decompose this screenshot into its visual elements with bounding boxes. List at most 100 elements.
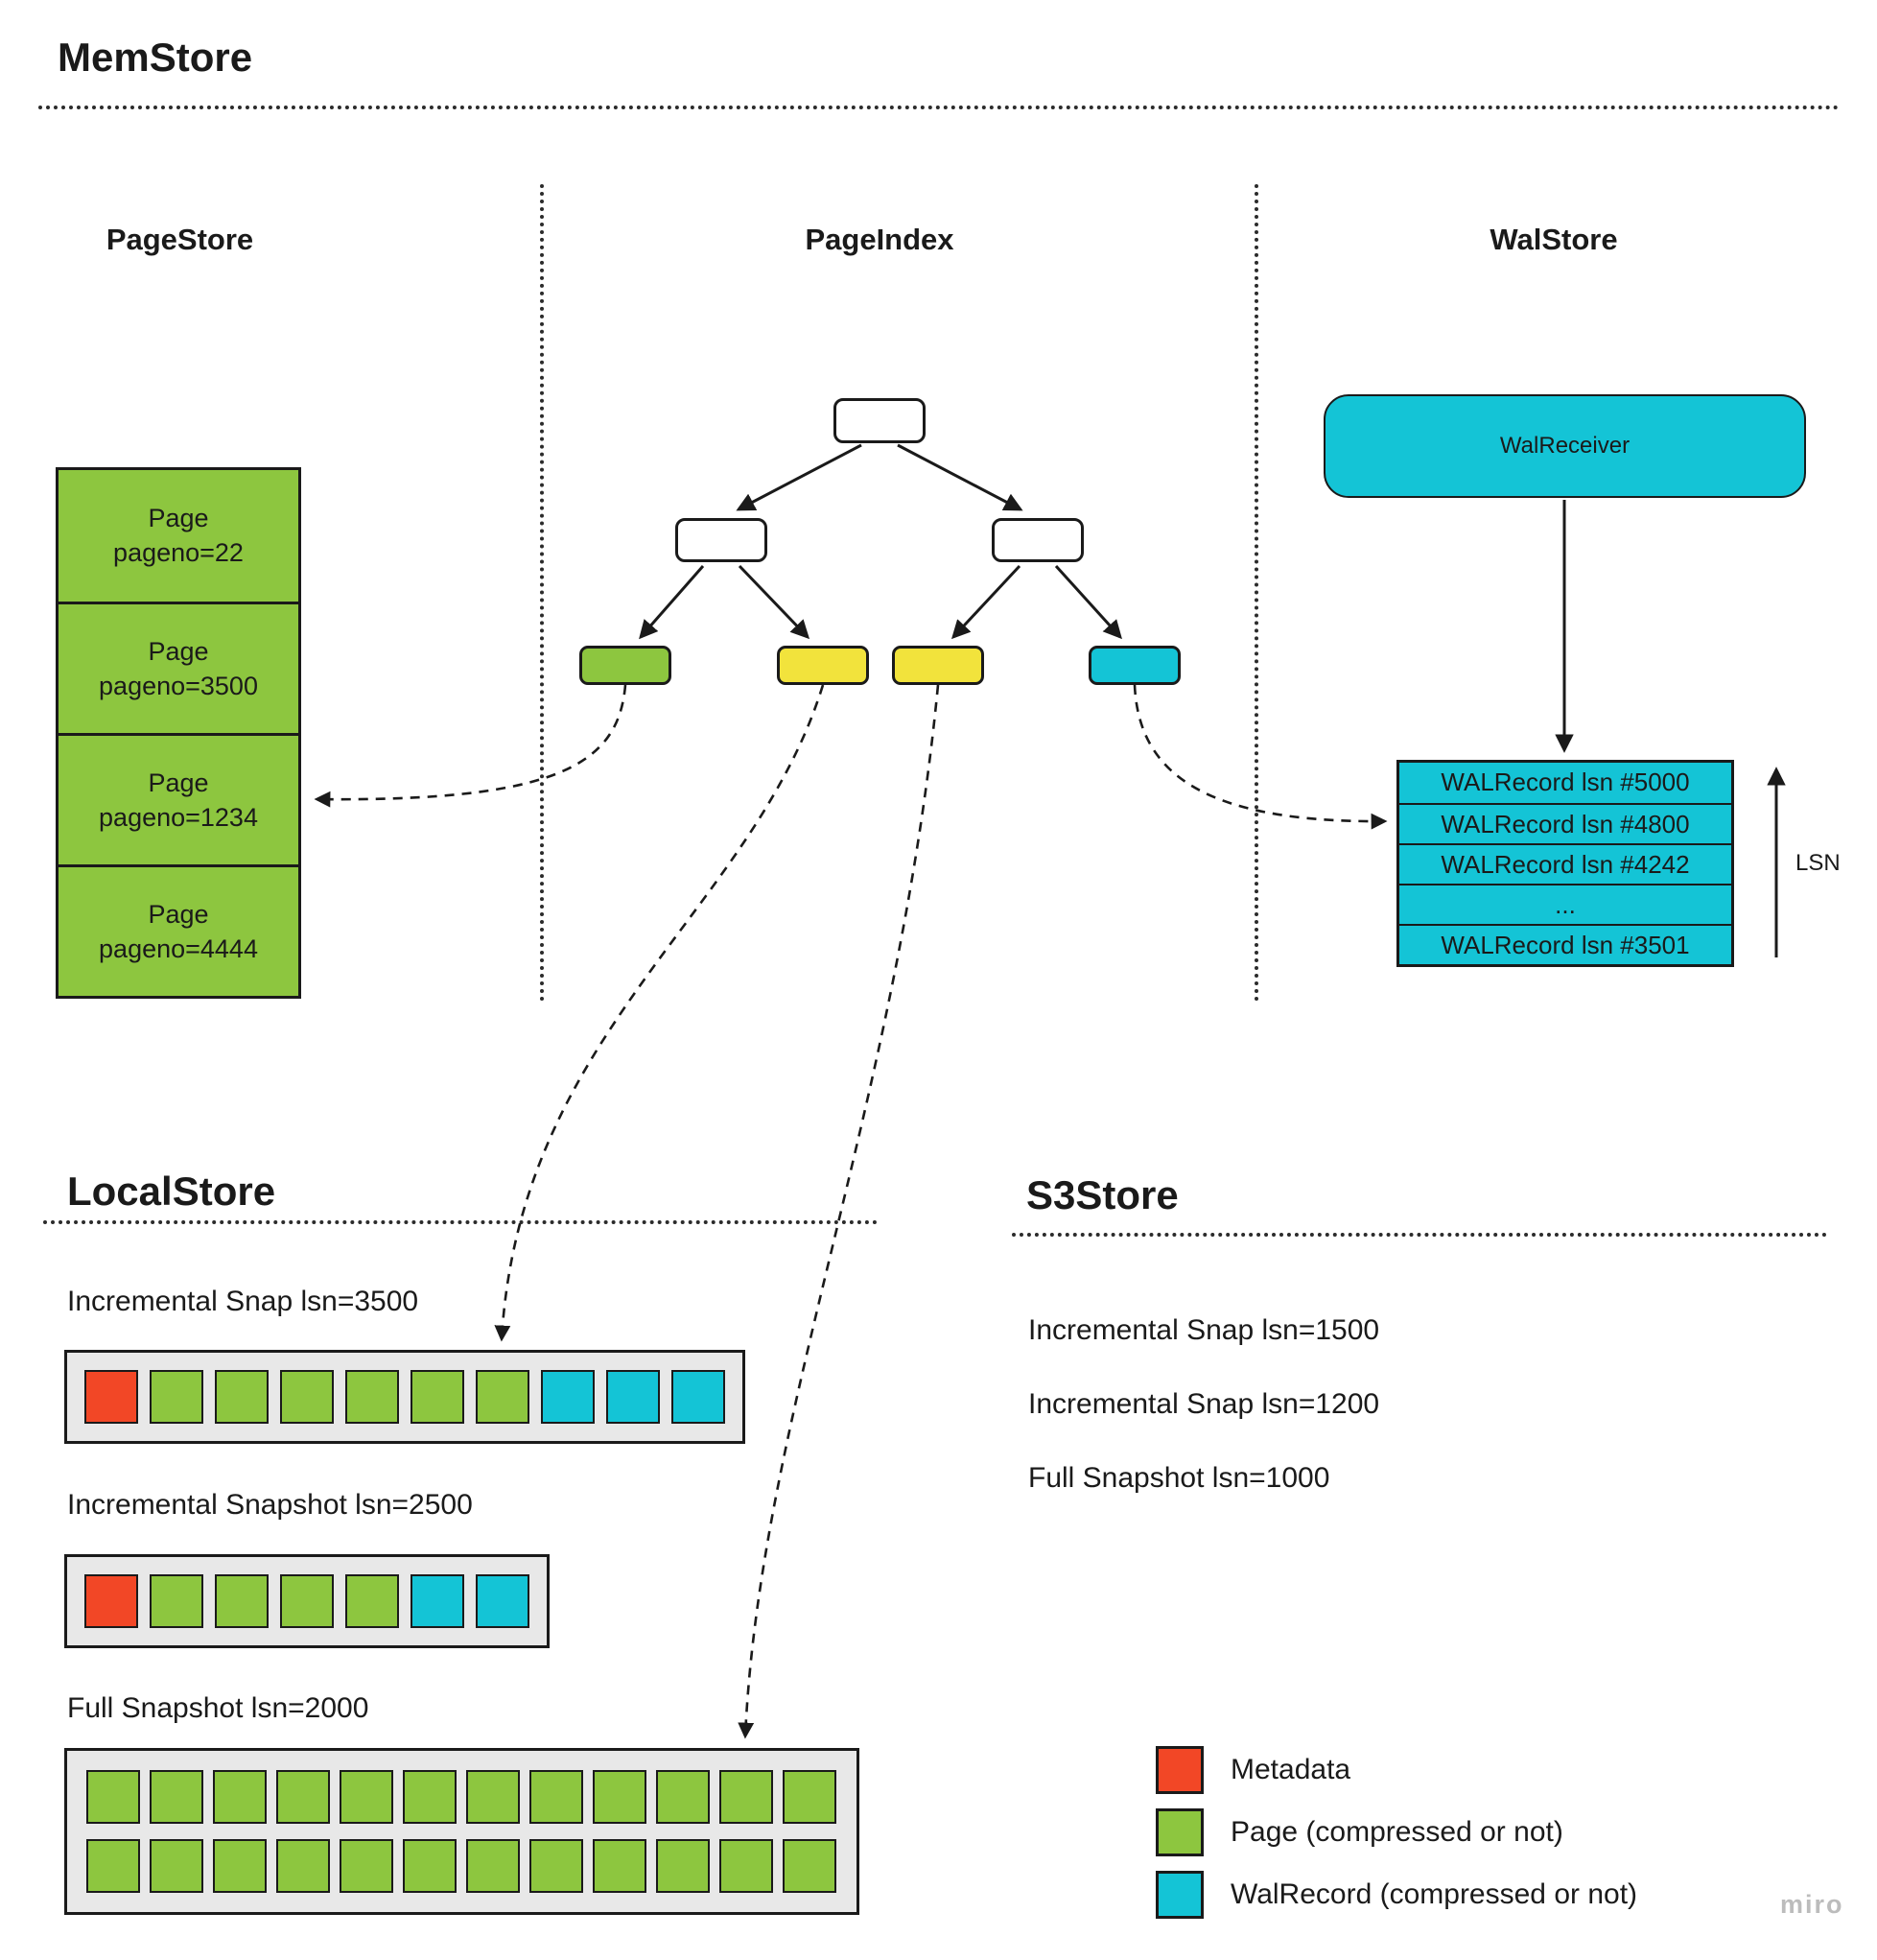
walrecord-row: WALRecord lsn #3501 bbox=[1399, 924, 1731, 964]
snapshot-cell bbox=[340, 1839, 393, 1893]
memstore-title: MemStore bbox=[58, 35, 253, 80]
localstore-divider bbox=[43, 1220, 878, 1224]
walstore-heading: WalStore bbox=[1490, 223, 1618, 256]
pageindex-heading: PageIndex bbox=[805, 223, 954, 256]
legend-row: Page (compressed or not) bbox=[1156, 1808, 1637, 1856]
tree-root-node bbox=[833, 398, 926, 443]
full-snapshot-2000-label: Full Snapshot lsn=2000 bbox=[67, 1692, 369, 1724]
snapshot-cell bbox=[86, 1770, 140, 1824]
snapshot-cell bbox=[783, 1839, 836, 1893]
page-cell-number: pageno=1234 bbox=[99, 802, 258, 832]
walrecord-row: ... bbox=[1399, 884, 1731, 924]
memstore-divider bbox=[38, 106, 1840, 109]
legend-swatch bbox=[1156, 1746, 1204, 1794]
snapshot-cell bbox=[656, 1839, 710, 1893]
tree-leaf-node bbox=[1089, 646, 1181, 685]
legend-label: WalRecord (compressed or not) bbox=[1231, 1878, 1638, 1910]
walreceiver-box: WalReceiver bbox=[1324, 394, 1806, 498]
column-divider-left bbox=[540, 184, 544, 1002]
page-cell-title: Page bbox=[148, 636, 209, 666]
s3store-title: S3Store bbox=[1026, 1172, 1179, 1217]
snapshot-cell bbox=[476, 1370, 529, 1424]
snapshot-cell bbox=[783, 1770, 836, 1824]
page-cell-number: pageno=3500 bbox=[99, 671, 258, 700]
miro-watermark: miro bbox=[1780, 1890, 1844, 1919]
page-cell: Page pageno=1234 bbox=[59, 733, 298, 864]
snapshot-3500-label: Incremental Snap lsn=3500 bbox=[67, 1286, 419, 1317]
snapshot-cell bbox=[606, 1370, 660, 1424]
legend: Metadata Page (compressed or not) WalRec… bbox=[1156, 1746, 1637, 1933]
snapshot-cell bbox=[403, 1770, 457, 1824]
localstore-title: LocalStore bbox=[67, 1169, 276, 1214]
page-cell-number: pageno=4444 bbox=[99, 933, 258, 963]
tree-branch-node-right bbox=[992, 518, 1084, 562]
s3store-divider bbox=[1012, 1233, 1827, 1237]
full-snapshot-2000-box bbox=[64, 1748, 859, 1915]
lsn-axis-label: LSN bbox=[1795, 850, 1841, 876]
snapshot-cell bbox=[476, 1574, 529, 1628]
legend-swatch bbox=[1156, 1871, 1204, 1919]
snapshot-cell bbox=[719, 1839, 773, 1893]
page-cell-title: Page bbox=[148, 504, 209, 532]
snapshot-cell bbox=[411, 1574, 464, 1628]
snapshot-cell bbox=[411, 1370, 464, 1424]
walrecord-row: WALRecord lsn #4800 bbox=[1399, 803, 1731, 843]
snapshot-cell bbox=[529, 1839, 583, 1893]
page-cell-title: Page bbox=[148, 899, 209, 929]
snapshot-cell bbox=[541, 1370, 595, 1424]
snapshot-cell bbox=[280, 1370, 334, 1424]
page-cell-number: pageno=22 bbox=[113, 538, 244, 567]
tree-leaf-node bbox=[777, 646, 869, 685]
snapshot-cell bbox=[671, 1370, 725, 1424]
legend-row: WalRecord (compressed or not) bbox=[1156, 1871, 1637, 1919]
snapshot-cell bbox=[345, 1574, 399, 1628]
snapshot-2500-bar bbox=[64, 1554, 550, 1648]
walrecord-row: WALRecord lsn #4242 bbox=[1399, 843, 1731, 884]
snapshot-cell bbox=[719, 1770, 773, 1824]
snapshot-cell bbox=[340, 1770, 393, 1824]
snapshot-cell bbox=[84, 1370, 138, 1424]
snapshot-cell bbox=[213, 1770, 267, 1824]
snapshot-cell bbox=[213, 1839, 267, 1893]
snapshot-cell bbox=[150, 1574, 203, 1628]
column-divider-right bbox=[1255, 184, 1258, 1002]
walrecord-row: WALRecord lsn #5000 bbox=[1441, 767, 1690, 796]
snapshot-cell bbox=[215, 1574, 269, 1628]
pagestore-heading: PageStore bbox=[106, 223, 254, 256]
tree-leaf-node bbox=[892, 646, 984, 685]
snapshot-cell bbox=[150, 1770, 203, 1824]
snapshot-cell bbox=[280, 1574, 334, 1628]
snapshot-cell bbox=[276, 1770, 330, 1824]
snapshot-cell bbox=[150, 1839, 203, 1893]
tree-branch-node-left bbox=[675, 518, 767, 562]
snapshot-cell bbox=[466, 1770, 520, 1824]
snapshot-cell bbox=[345, 1370, 399, 1424]
legend-label: Page (compressed or not) bbox=[1231, 1816, 1563, 1848]
legend-label: Metadata bbox=[1231, 1754, 1351, 1785]
snapshot-cell bbox=[529, 1770, 583, 1824]
snapshot-2500-label: Incremental Snapshot lsn=2500 bbox=[67, 1489, 473, 1521]
page-cell: Page pageno=22 bbox=[59, 470, 298, 602]
pagestore-stack: Page pageno=22 Page pageno=3500 Page pag… bbox=[56, 467, 301, 999]
snapshot-cell bbox=[84, 1574, 138, 1628]
s3store-item: Incremental Snap lsn=1500 bbox=[1028, 1314, 1380, 1346]
snapshot-cell bbox=[593, 1770, 646, 1824]
page-cell-title: Page bbox=[148, 767, 209, 797]
snapshot-cell bbox=[276, 1839, 330, 1893]
legend-swatch bbox=[1156, 1808, 1204, 1856]
snapshot-cell bbox=[86, 1839, 140, 1893]
snapshot-cell bbox=[593, 1839, 646, 1893]
s3store-item: Incremental Snap lsn=1200 bbox=[1028, 1388, 1380, 1420]
page-cell: Page pageno=3500 bbox=[59, 602, 298, 733]
legend-row: Metadata bbox=[1156, 1746, 1637, 1794]
snapshot-cell bbox=[656, 1770, 710, 1824]
snapshot-cell bbox=[403, 1839, 457, 1893]
page-cell: Page pageno=4444 bbox=[59, 864, 298, 996]
snapshot-cell bbox=[215, 1370, 269, 1424]
snapshot-3500-bar bbox=[64, 1350, 745, 1444]
snapshot-cell bbox=[466, 1839, 520, 1893]
snapshot-cell bbox=[150, 1370, 203, 1424]
